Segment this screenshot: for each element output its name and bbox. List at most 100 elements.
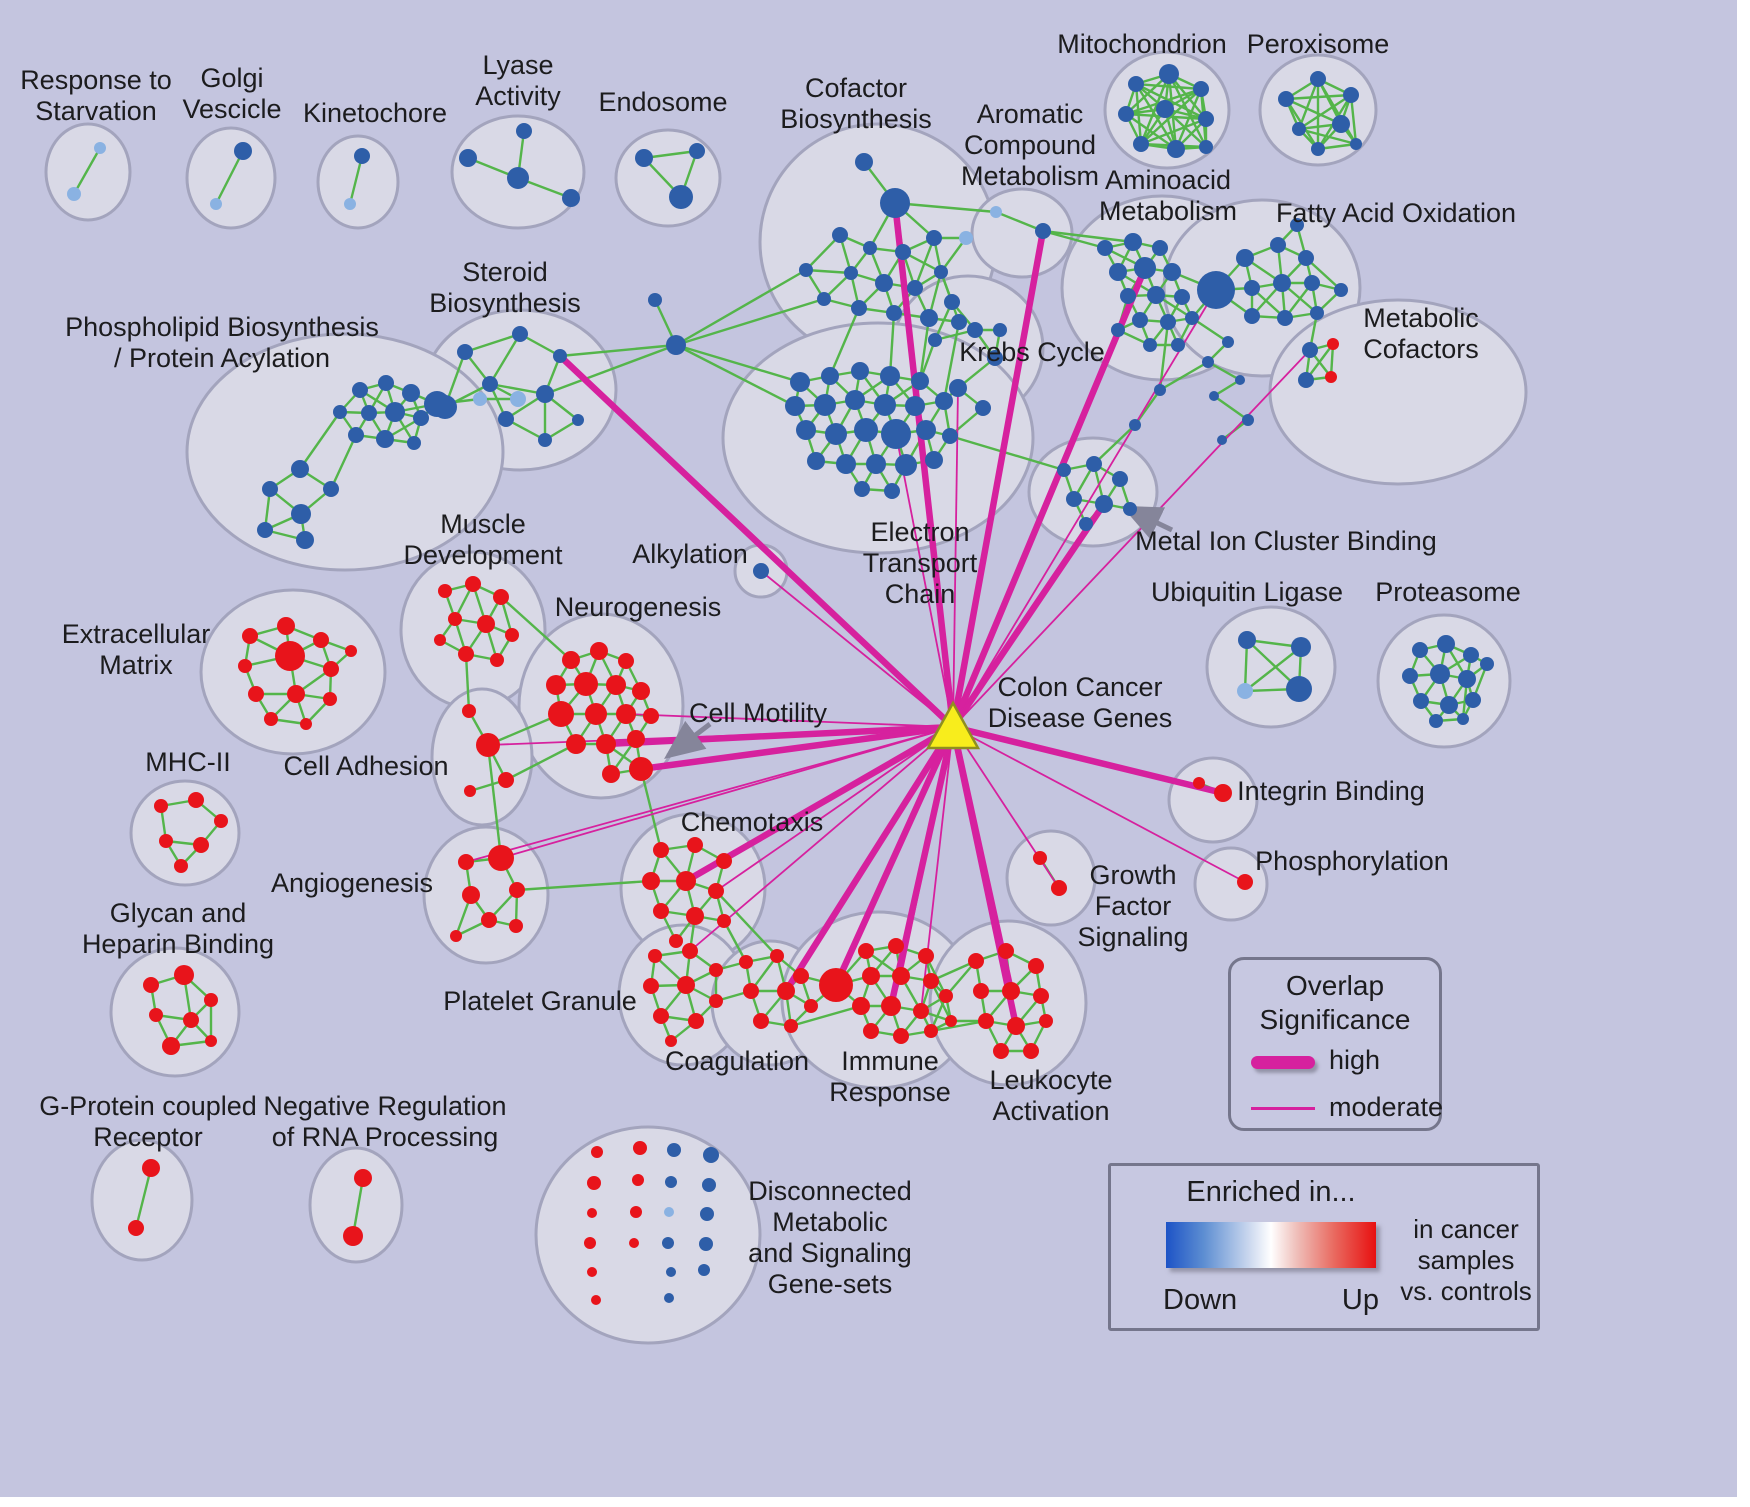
- gene-set-node[interactable]: [1217, 435, 1227, 445]
- gene-set-node[interactable]: [945, 1015, 957, 1027]
- gene-set-node[interactable]: [587, 1208, 597, 1218]
- gene-set-node[interactable]: [587, 1176, 601, 1190]
- gene-set-node[interactable]: [942, 428, 958, 444]
- gene-set-node[interactable]: [476, 733, 500, 757]
- gene-set-node[interactable]: [538, 433, 552, 447]
- gene-set-node[interactable]: [913, 1003, 929, 1019]
- gene-set-node[interactable]: [512, 326, 528, 342]
- gene-set-node[interactable]: [464, 785, 476, 797]
- gene-set-node[interactable]: [893, 1028, 909, 1044]
- gene-set-node[interactable]: [975, 400, 991, 416]
- gene-set-node[interactable]: [629, 1238, 639, 1248]
- gene-set-node[interactable]: [1238, 631, 1256, 649]
- gene-set-node[interactable]: [627, 730, 645, 748]
- gene-set-node[interactable]: [1332, 115, 1350, 133]
- gene-set-node[interactable]: [183, 1012, 199, 1028]
- gene-set-node[interactable]: [642, 872, 660, 890]
- gene-set-node[interactable]: [162, 1037, 180, 1055]
- gene-set-node[interactable]: [1334, 283, 1348, 297]
- gene-set-node[interactable]: [1235, 375, 1245, 385]
- gene-set-node[interactable]: [1273, 274, 1291, 292]
- gene-set-node[interactable]: [313, 632, 329, 648]
- gene-set-node[interactable]: [143, 977, 159, 993]
- gene-set-node[interactable]: [1002, 982, 1020, 1000]
- gene-set-node[interactable]: [643, 978, 659, 994]
- gene-set-node[interactable]: [572, 414, 584, 426]
- gene-set-node[interactable]: [242, 628, 258, 644]
- gene-set-node[interactable]: [354, 1169, 372, 1187]
- gene-set-node[interactable]: [591, 1146, 603, 1158]
- gene-set-node[interactable]: [1292, 122, 1306, 136]
- gene-set-node[interactable]: [785, 396, 805, 416]
- gene-set-node[interactable]: [1134, 257, 1156, 279]
- gene-set-node[interactable]: [1327, 338, 1339, 350]
- gene-set-node[interactable]: [973, 983, 989, 999]
- gene-set-node[interactable]: [238, 659, 252, 673]
- gene-set-node[interactable]: [204, 993, 218, 1007]
- gene-set-node[interactable]: [1171, 338, 1185, 352]
- gene-set-node[interactable]: [159, 834, 173, 848]
- gene-set-node[interactable]: [1143, 338, 1157, 352]
- gene-set-node[interactable]: [629, 757, 653, 781]
- gene-set-node[interactable]: [664, 1207, 674, 1217]
- gene-set-node[interactable]: [817, 292, 831, 306]
- gene-set-node[interactable]: [275, 641, 305, 671]
- gene-set-node[interactable]: [448, 612, 462, 626]
- gene-set-node[interactable]: [669, 934, 683, 948]
- gene-set-node[interactable]: [1440, 696, 1458, 714]
- gene-set-node[interactable]: [911, 372, 929, 390]
- gene-set-node[interactable]: [1163, 263, 1181, 281]
- gene-set-node[interactable]: [1270, 237, 1286, 253]
- gene-set-node[interactable]: [799, 263, 813, 277]
- gene-set-node[interactable]: [1132, 312, 1148, 328]
- gene-set-node[interactable]: [1124, 233, 1142, 251]
- gene-set-node[interactable]: [1291, 637, 1311, 657]
- gene-set-node[interactable]: [1302, 342, 1318, 358]
- gene-set-node[interactable]: [717, 914, 731, 928]
- gene-set-node[interactable]: [459, 149, 477, 167]
- gene-set-node[interactable]: [905, 396, 925, 416]
- gene-set-node[interactable]: [716, 853, 732, 869]
- gene-set-node[interactable]: [814, 394, 836, 416]
- gene-set-node[interactable]: [473, 392, 487, 406]
- gene-set-node[interactable]: [1463, 647, 1479, 663]
- gene-set-node[interactable]: [587, 1267, 597, 1277]
- gene-set-node[interactable]: [1480, 657, 1494, 671]
- gene-set-node[interactable]: [257, 522, 273, 538]
- gene-set-node[interactable]: [1350, 138, 1362, 150]
- gene-set-node[interactable]: [509, 882, 525, 898]
- gene-set-node[interactable]: [424, 391, 450, 417]
- gene-set-node[interactable]: [296, 531, 314, 549]
- gene-set-node[interactable]: [1214, 784, 1232, 802]
- gene-set-node[interactable]: [553, 349, 567, 363]
- gene-set-node[interactable]: [665, 1176, 677, 1188]
- gene-set-node[interactable]: [875, 274, 893, 292]
- gene-set-node[interactable]: [1298, 250, 1314, 266]
- gene-set-node[interactable]: [562, 651, 580, 669]
- gene-set-node[interactable]: [361, 405, 377, 421]
- gene-set-node[interactable]: [698, 1264, 710, 1276]
- gene-set-node[interactable]: [1244, 280, 1260, 296]
- gene-set-node[interactable]: [886, 305, 902, 321]
- gene-set-node[interactable]: [770, 949, 784, 963]
- gene-set-node[interactable]: [333, 405, 347, 419]
- gene-set-node[interactable]: [632, 682, 650, 700]
- gene-set-node[interactable]: [804, 999, 818, 1013]
- gene-set-node[interactable]: [677, 976, 695, 994]
- gene-set-node[interactable]: [1112, 471, 1128, 487]
- gene-set-node[interactable]: [665, 1035, 677, 1047]
- gene-set-node[interactable]: [1458, 670, 1476, 688]
- gene-set-node[interactable]: [1193, 81, 1209, 97]
- gene-set-node[interactable]: [591, 1295, 601, 1305]
- gene-set-node[interactable]: [287, 685, 305, 703]
- gene-set-node[interactable]: [920, 309, 938, 327]
- gene-set-node[interactable]: [855, 153, 873, 171]
- gene-set-node[interactable]: [1156, 100, 1174, 118]
- gene-set-node[interactable]: [916, 420, 936, 440]
- gene-set-node[interactable]: [993, 323, 1007, 337]
- gene-set-node[interactable]: [709, 994, 723, 1008]
- gene-set-node[interactable]: [653, 1008, 669, 1024]
- gene-set-node[interactable]: [510, 391, 526, 407]
- gene-set-node[interactable]: [699, 1237, 713, 1251]
- gene-set-node[interactable]: [188, 792, 204, 808]
